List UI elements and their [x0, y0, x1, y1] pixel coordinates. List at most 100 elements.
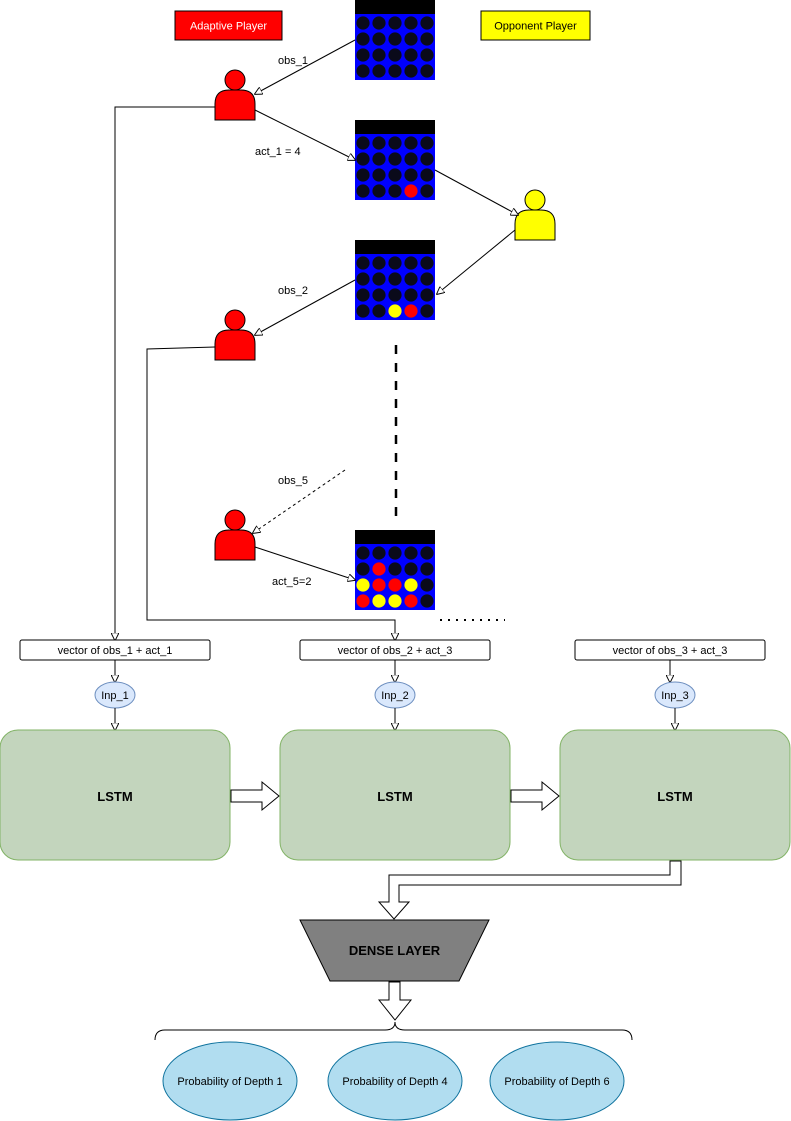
empty-slot: [420, 168, 434, 182]
empty-slot: [372, 152, 386, 166]
empty-slot: [356, 64, 370, 78]
empty-slot: [388, 272, 402, 286]
empty-slot: [404, 546, 418, 560]
empty-slot: [420, 562, 434, 576]
empty-slot: [356, 16, 370, 30]
label-obs-1: obs_1: [278, 55, 308, 67]
lstm-3-label: LSTM: [657, 789, 692, 804]
legend-adaptive-player: Adaptive Player: [174, 10, 283, 41]
game-board-3: [355, 240, 435, 320]
output-3-label: Probability of Depth 6: [504, 1076, 609, 1088]
empty-slot: [420, 152, 434, 166]
output-1-label: Probability of Depth 1: [177, 1076, 282, 1088]
empty-slot: [404, 168, 418, 182]
empty-slot: [404, 152, 418, 166]
outputs-brace: [154, 1021, 633, 1041]
input-node-3: Inp_3: [654, 681, 696, 709]
legend-adaptive-swatch: [174, 10, 283, 41]
empty-slot: [356, 546, 370, 560]
yellow-disc: [388, 304, 402, 318]
label-obs-5: obs_5: [278, 475, 308, 487]
to-opponent-arrow: [434, 169, 518, 215]
red-disc: [372, 562, 386, 576]
lstm-2-to-3-arrow: [510, 780, 560, 812]
empty-slot: [372, 16, 386, 30]
empty-slot: [388, 32, 402, 46]
input-node-1: Inp_1: [94, 681, 136, 709]
lstm-1-to-2-arrow: [230, 780, 280, 812]
board-top-bar: [355, 530, 435, 544]
legend-opponent-label: Opponent Player: [494, 21, 577, 33]
player-2-to-vector-2-connector: [146, 346, 395, 640]
act-1-arrow: [254, 109, 355, 160]
empty-slot: [372, 256, 386, 270]
empty-slot: [388, 16, 402, 30]
empty-slot: [420, 304, 434, 318]
empty-slot: [388, 152, 402, 166]
empty-slot: [372, 304, 386, 318]
board-top-bar: [355, 120, 435, 134]
empty-slot: [356, 136, 370, 150]
red-disc: [388, 578, 402, 592]
red-disc: [404, 304, 418, 318]
legend-adaptive-label: Adaptive Player: [190, 21, 267, 33]
empty-slot: [372, 546, 386, 560]
opponent-player-icon: [514, 189, 556, 241]
empty-slot: [404, 562, 418, 576]
empty-slot: [372, 272, 386, 286]
empty-slot: [372, 64, 386, 78]
vector-box-2: vector of obs_2 + act_3: [299, 639, 491, 661]
vector-2-label: vector of obs_2 + act_3: [338, 645, 453, 657]
empty-slot: [420, 594, 434, 608]
vector-box-1: vector of obs_1 + act_1: [19, 639, 211, 661]
yellow-disc: [404, 578, 418, 592]
empty-slot: [404, 64, 418, 78]
empty-slot: [356, 48, 370, 62]
empty-slot: [404, 32, 418, 46]
input-2-label: Inp_2: [381, 690, 409, 702]
empty-slot: [420, 16, 434, 30]
red-disc: [404, 184, 418, 198]
lstm-block-1: LSTM: [0, 729, 231, 861]
empty-slot: [420, 578, 434, 592]
empty-slot: [420, 272, 434, 286]
legend-opponent-player: Opponent Player: [480, 10, 591, 41]
yellow-disc: [372, 594, 386, 608]
output-2-label: Probability of Depth 4: [342, 1076, 447, 1088]
label-act-1: act_1 = 4: [255, 146, 301, 158]
red-disc: [404, 594, 418, 608]
empty-slot: [420, 184, 434, 198]
empty-slot: [404, 288, 418, 302]
obs-5-arrow: [253, 469, 346, 533]
lstm-1-label: LSTM: [97, 789, 132, 804]
empty-slot: [404, 48, 418, 62]
empty-slot: [420, 64, 434, 78]
empty-slot: [388, 64, 402, 78]
adaptive-player-icon-3: [214, 509, 256, 561]
player-1-to-vector-1-connector: [115, 106, 215, 640]
empty-slot: [372, 288, 386, 302]
empty-slot: [356, 304, 370, 318]
yellow-disc: [356, 578, 370, 592]
lstm-2-label: LSTM: [377, 789, 412, 804]
red-disc: [356, 594, 370, 608]
board-top-bar: [355, 0, 435, 14]
empty-slot: [388, 546, 402, 560]
game-board-4: [355, 530, 435, 610]
output-node-2: Probability of Depth 4: [327, 1041, 463, 1121]
empty-slot: [388, 256, 402, 270]
yellow-disc: [388, 594, 402, 608]
empty-slot: [420, 288, 434, 302]
lstm-3-to-dense-arrow: [377, 860, 682, 920]
empty-slot: [372, 48, 386, 62]
input-3-label: Inp_3: [661, 690, 689, 702]
empty-slot: [420, 48, 434, 62]
empty-slot: [388, 288, 402, 302]
empty-slot: [356, 168, 370, 182]
empty-slot: [420, 136, 434, 150]
empty-slot: [420, 32, 434, 46]
input-1-label: Inp_1: [101, 690, 129, 702]
empty-slot: [372, 184, 386, 198]
empty-slot: [388, 48, 402, 62]
